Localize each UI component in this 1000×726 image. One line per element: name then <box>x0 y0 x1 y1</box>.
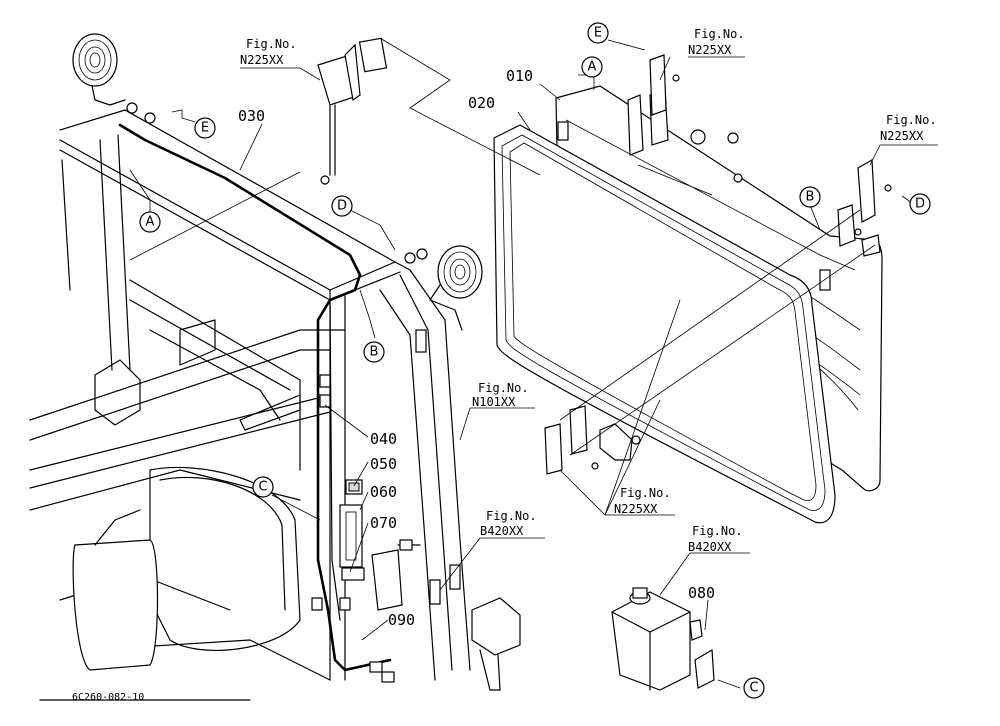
callout-circle-c-bottom: C <box>743 677 765 699</box>
fig-ref-label: Fig.No. <box>692 524 743 538</box>
callout-label: A <box>588 60 597 75</box>
washer-tank <box>611 587 715 691</box>
drawing-code: 6C260-082-10 <box>72 692 144 703</box>
fig-ref-label: Fig.No. <box>620 486 671 500</box>
callout-label: D <box>337 199 347 214</box>
part-number-030: 030 <box>238 107 265 125</box>
callout-label: E <box>201 121 209 136</box>
callout-circle-d-right: D <box>909 193 931 215</box>
callout-label: B <box>806 190 815 205</box>
part-number-080: 080 <box>688 584 715 602</box>
callout-circle-a-top: A <box>581 56 603 78</box>
switch-and-bracket <box>339 479 421 611</box>
callout-circle-b-mid: B <box>363 341 385 363</box>
fig-ref-number: B420XX <box>688 540 732 554</box>
work-light-right <box>429 245 483 331</box>
part-number-010: 010 <box>506 67 533 85</box>
side-light-housing <box>471 597 521 691</box>
fig-ref-top-center: Fig.No. N225XX <box>240 37 297 67</box>
window-seal <box>493 124 836 524</box>
callout-arrows <box>129 39 913 689</box>
callout-circle-c-left: C <box>252 476 274 498</box>
callout-label: E <box>594 26 602 41</box>
fig-ref-lower-left: Fig.No. B420XX <box>480 509 537 538</box>
hinge-hardware-top <box>627 54 743 183</box>
callout-circle-e-left: E <box>194 117 216 139</box>
fig-ref-lower-center: Fig.No. N225XX <box>614 486 671 516</box>
fig-ref-bottom-right: Fig.No. B420XX <box>688 524 743 554</box>
hinge-hardware-lower <box>544 405 641 475</box>
callout-circle-e-top: E <box>587 22 609 44</box>
callout-label: C <box>258 480 267 495</box>
hinge-hardware-right <box>837 158 892 257</box>
wiring-harness <box>118 123 395 683</box>
gas-strut <box>317 37 388 185</box>
callout-label: D <box>915 197 925 212</box>
fig-ref-top-right: Fig.No. N225XX <box>688 27 745 57</box>
part-number-020: 020 <box>468 94 495 112</box>
part-number-090: 090 <box>388 611 415 629</box>
fig-ref-label: Fig.No. <box>478 381 529 395</box>
fig-ref-number: N225XX <box>688 43 732 57</box>
callout-circle-d-mid: D <box>331 195 353 217</box>
fig-ref-label: Fig.No. <box>486 509 537 523</box>
fig-ref-right: Fig.No. N225XX <box>880 113 937 143</box>
part-number-070: 070 <box>370 514 397 532</box>
cab-frame <box>29 102 471 701</box>
fig-ref-number: N101XX <box>472 395 516 409</box>
fig-ref-number: N225XX <box>614 502 658 516</box>
part-number-labels: 010 020 030 040 050 060 070 080 090 <box>238 67 715 629</box>
callout-circle-b-right: B <box>799 186 821 208</box>
fig-ref-label: Fig.No. <box>694 27 745 41</box>
callout-label: B <box>370 345 379 360</box>
fig-ref-number: B420XX <box>480 524 524 538</box>
part-number-050: 050 <box>370 455 397 473</box>
fig-ref-number: N225XX <box>240 53 284 67</box>
fig-ref-number: N225XX <box>880 129 924 143</box>
fig-ref-label: Fig.No. <box>246 37 297 51</box>
fig-ref-middle: Fig.No. N101XX <box>472 381 529 409</box>
callout-label: A <box>146 215 155 230</box>
fig-ref-label: Fig.No. <box>886 113 937 127</box>
part-number-040: 040 <box>370 430 397 448</box>
work-light-left <box>72 33 126 106</box>
leader-lines <box>129 37 938 641</box>
callout-label: C <box>749 681 758 696</box>
callout-circle-a-left: A <box>139 211 161 233</box>
part-number-060: 060 <box>370 483 397 501</box>
